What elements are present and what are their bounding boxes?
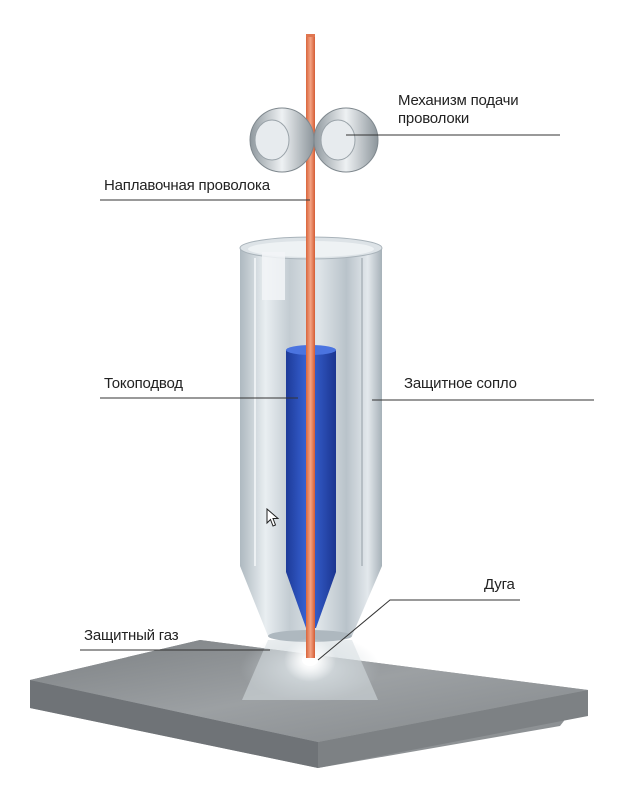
label-feed-mechanism-line1: Механизм подачи xyxy=(398,92,519,109)
filler-wire xyxy=(306,36,315,658)
label-feed-mechanism: Механизм подачи проволоки xyxy=(398,92,519,128)
label-arc: Дуга xyxy=(484,576,515,593)
leader-arc xyxy=(317,599,520,661)
feed-rollers xyxy=(249,107,379,173)
leader-lines xyxy=(80,134,594,661)
label-contact-tip: Токоподвод xyxy=(104,375,183,392)
label-filler-wire: Наплавочная проволока xyxy=(104,177,270,194)
label-shielding-nozzle: Защитное сопло xyxy=(404,375,517,392)
arrow-cursor-icon xyxy=(266,508,280,527)
label-feed-mechanism-line2: проволоки xyxy=(398,110,470,127)
label-shielding-gas: Защитный газ xyxy=(84,627,179,644)
